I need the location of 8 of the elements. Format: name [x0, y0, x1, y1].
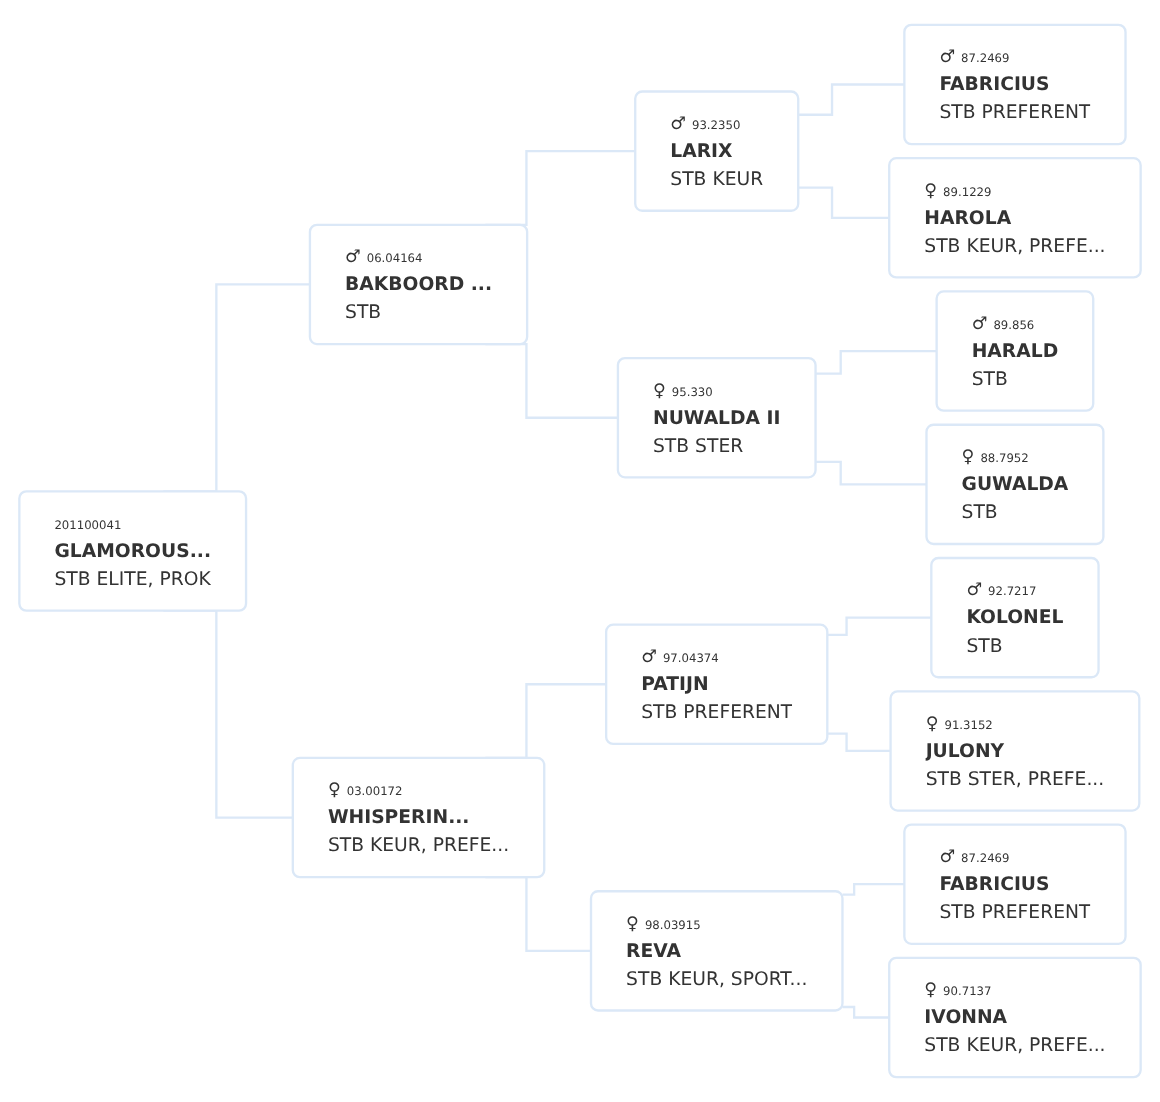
- connector: [827, 616, 932, 637]
- connector: [842, 883, 905, 896]
- connector: [815, 460, 927, 486]
- connector: [827, 732, 891, 753]
- connector: [798, 83, 905, 116]
- connector: [815, 349, 937, 375]
- connector: [798, 186, 890, 219]
- connector: [842, 1005, 890, 1019]
